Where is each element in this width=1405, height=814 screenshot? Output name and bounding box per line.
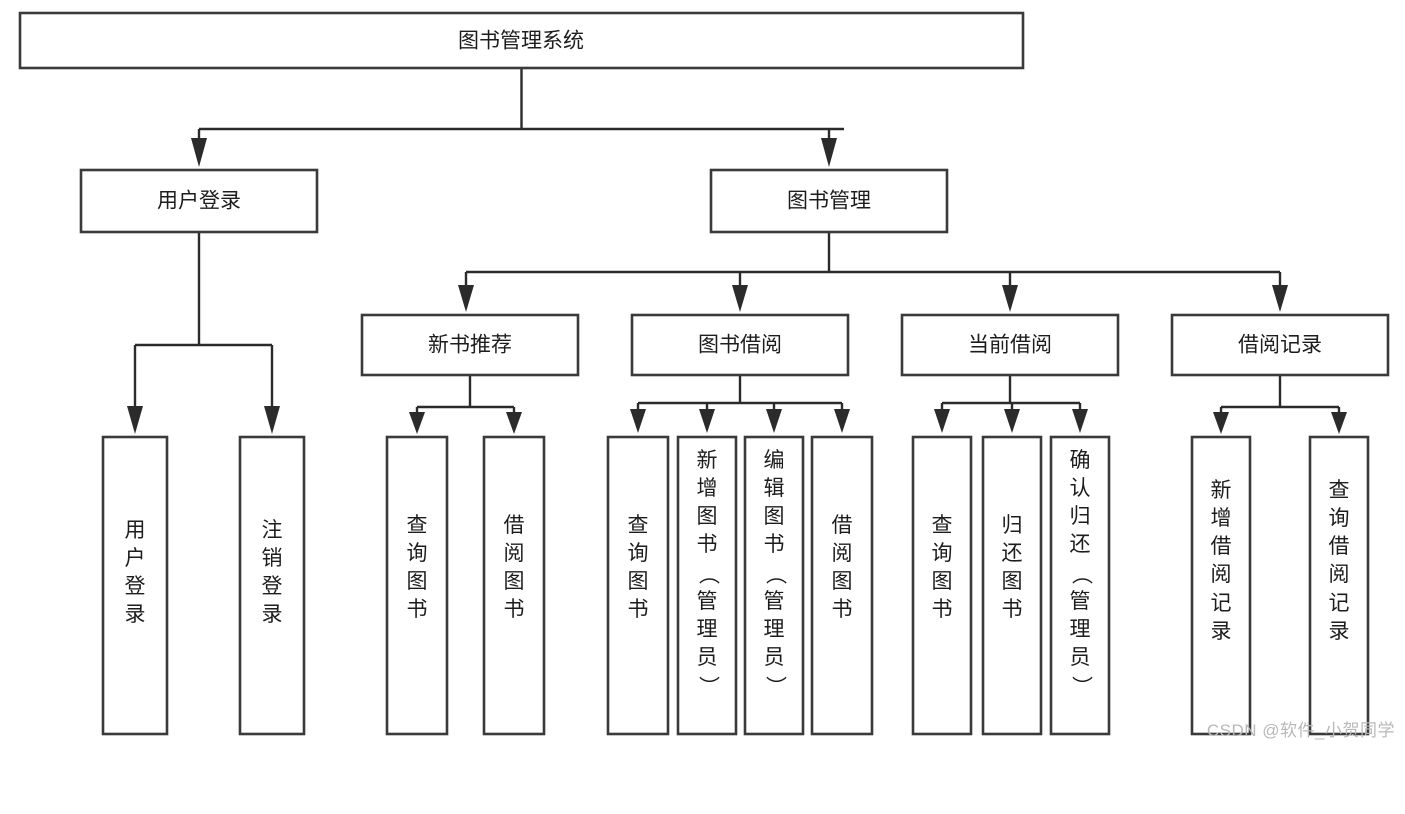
node-borrow-record-box[interactable] [1170,313,1390,377]
node-query-borrow-record-box[interactable] [1308,435,1370,736]
node-book-borrow-label: 图书借阅 [698,334,782,357]
node-new-book-recommend-box[interactable] [360,313,580,377]
node-new-book-recommend[interactable]: 新书推荐 [360,313,580,377]
node-query-book-3-box[interactable] [911,435,973,736]
arrowhead-return-book [1004,409,1020,433]
node-new-book-recommend-label: 新书推荐 [428,334,512,357]
arrowhead-book-borrow [732,285,748,312]
arrowhead-borrow-book-2 [834,409,850,433]
arrowhead-query-book-1 [409,412,425,434]
node-root[interactable]: 图书管理系统 [18,11,1025,70]
node-user-login[interactable]: 用户登录 [79,168,319,234]
node-borrow-book-1-box[interactable] [482,435,546,736]
node-user-logout-box[interactable] [238,435,306,736]
arrowhead-user-logout [264,406,280,434]
csdn-watermark: CSDN @软件_小贺同学 [1206,721,1395,740]
node-book-manage[interactable]: 图书管理 [709,168,949,234]
node-user-login-do-box[interactable] [101,435,169,736]
node-book-manage-label: 图书管理 [787,190,871,213]
node-user-login-box[interactable] [79,168,319,234]
node-edit-book-admin-box[interactable] [743,435,805,736]
arrowhead-query-book-2 [630,409,646,433]
node-layer: 图书管理系统 用户登录 图书管理 新书推荐 图书借阅 [18,11,1390,736]
node-add-borrow-record-box[interactable] [1190,435,1252,736]
arrowhead-book-manage [821,138,837,167]
arrowhead-borrow-record [1272,285,1288,312]
node-borrow-book-2-box[interactable] [810,435,874,736]
node-book-manage-box[interactable] [709,168,949,234]
arrowhead-add-book-admin [699,409,715,433]
node-root-label: 图书管理系统 [458,30,584,53]
diagram-canvas-root: 图书管理系统 用户登录 图书管理 新书推荐 图书借阅 [18,11,1395,740]
node-confirm-return-admin-box[interactable] [1049,435,1111,736]
arrowhead-add-borrow-record [1213,412,1229,434]
node-query-book-1-box[interactable] [385,435,449,736]
arrowhead-query-borrow-record [1331,412,1347,434]
node-book-borrow-box[interactable] [630,313,850,377]
arrowhead-query-book-3 [934,409,950,433]
arrowhead-borrow-book-1 [506,412,522,434]
arrowhead-confirm-return-admin [1072,409,1088,433]
arrowhead-user-login [191,138,207,167]
node-current-borrow-box[interactable] [900,313,1120,377]
node-add-book-admin-box[interactable] [676,435,738,736]
node-current-borrow[interactable]: 当前借阅 [900,313,1120,377]
arrowhead-user-login-do [127,406,143,434]
node-book-borrow[interactable]: 图书借阅 [630,313,850,377]
node-borrow-record[interactable]: 借阅记录 [1170,313,1390,377]
arrowhead-current-borrow [1002,285,1018,312]
node-user-login-label: 用户登录 [157,190,241,213]
connector-layer [127,68,1347,434]
tree-diagram-svg: 图书管理系统 用户登录 图书管理 新书推荐 图书借阅 [18,11,1390,736]
node-root-box[interactable] [18,11,1025,70]
node-current-borrow-label: 当前借阅 [968,334,1052,357]
arrowhead-edit-book-admin [766,409,782,433]
node-query-book-2-box[interactable] [606,435,670,736]
node-borrow-record-label: 借阅记录 [1238,334,1322,357]
arrowhead-new-book-recommend [458,285,474,312]
node-return-book-box[interactable] [981,435,1043,736]
